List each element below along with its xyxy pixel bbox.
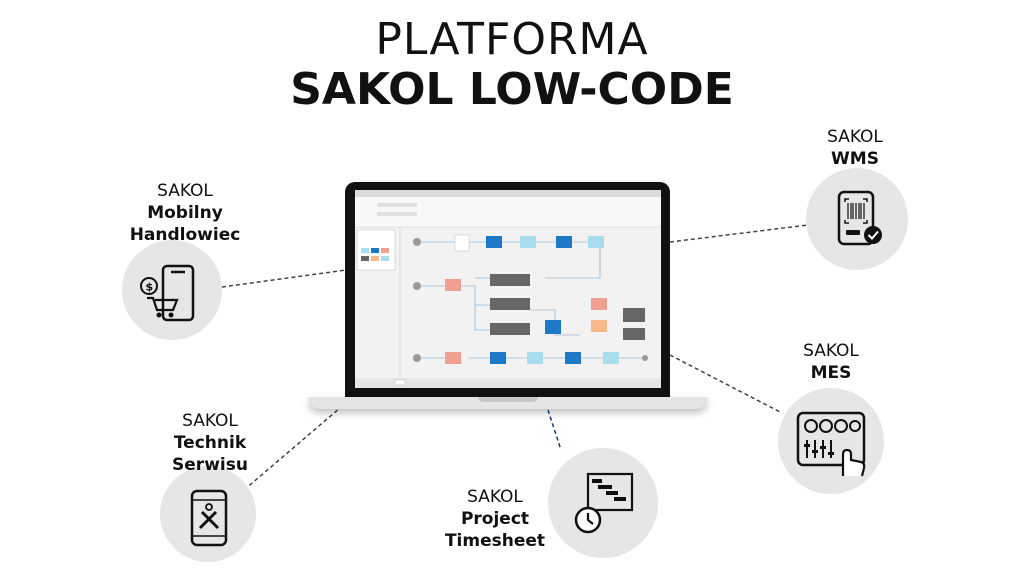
connector-technik (243, 407, 341, 491)
connector-wms (669, 224, 809, 243)
title-line-2: SAKOL LOW-CODE (290, 64, 734, 115)
label-technik-line1: SAKOL (182, 411, 238, 431)
connector-mobilny (221, 269, 347, 288)
phone-tools-icon (190, 489, 228, 547)
label-technik: SAKOL Technik Serwisu (140, 410, 280, 476)
label-timesheet-line2: Project (460, 509, 530, 529)
circle-mobilny (122, 240, 222, 340)
label-mobilny-line2: Mobilny (147, 203, 223, 223)
label-technik-line3: Serwisu (172, 455, 248, 475)
label-mobilny: SAKOL Mobilny Handlowiec (110, 180, 260, 246)
connector-timesheet (547, 409, 562, 451)
label-timesheet-line3: Timesheet (444, 531, 546, 551)
label-wms-line2: WMS (831, 149, 879, 169)
label-wms-line1: SAKOL (827, 127, 883, 147)
label-mes-line2: MES (810, 363, 852, 383)
laptop-base (308, 397, 708, 409)
label-technik-line2: Technik (173, 433, 247, 453)
barcode-scanner-icon (837, 190, 882, 246)
gantt-clock-icon (574, 472, 634, 534)
label-timesheet-line1: SAKOL (467, 487, 523, 507)
laptop-screen (355, 190, 661, 388)
workflow-editor-screenshot (355, 190, 661, 388)
label-mobilny-line1: SAKOL (157, 181, 213, 201)
circle-timesheet (548, 448, 658, 558)
laptop-notch (478, 397, 538, 402)
svg-text:$: $ (146, 281, 154, 294)
label-mes: SAKOL MES (776, 340, 886, 384)
label-wms: SAKOL WMS (800, 126, 910, 170)
mobile-shopping-cart-icon: $ (140, 264, 195, 322)
connector-mes (669, 354, 783, 414)
circle-wms (806, 168, 908, 270)
title-line-1: PLATFORMA (375, 14, 649, 65)
label-timesheet: SAKOL Project Timesheet (430, 486, 560, 552)
label-mes-line1: SAKOL (803, 341, 859, 361)
control-panel-icon (796, 411, 866, 477)
label-mobilny-line3: Handlowiec (129, 225, 241, 245)
